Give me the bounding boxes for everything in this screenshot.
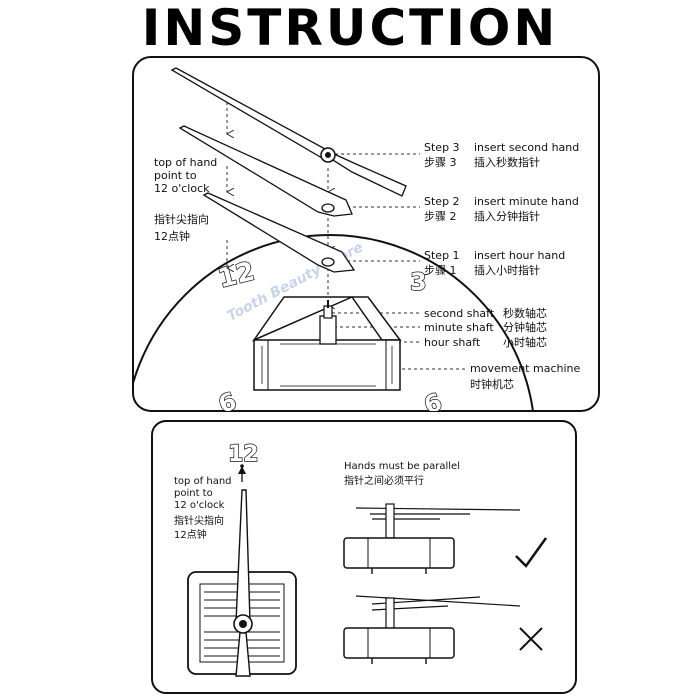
second-hand xyxy=(170,67,407,197)
step-1-label-cn: 步骤 1 xyxy=(424,264,457,277)
hour-shaft-label-cn: 小时轴芯 xyxy=(503,335,547,349)
movement-machine-label: movement machine xyxy=(470,362,580,375)
step-1-text-cn: 插入小时指针 xyxy=(474,263,540,277)
panel2-note-line-2: point to xyxy=(174,488,213,499)
parallel-note-cn: 指针之间必须平行 xyxy=(344,474,424,487)
hour-shaft-label: hour shaft xyxy=(424,336,481,349)
parallel-note: Hands must be parallel xyxy=(344,461,460,472)
step-1-label: Step 1 xyxy=(424,249,460,262)
panel2-note-line-3: 12 o'clock xyxy=(174,500,225,511)
second-shaft-label-cn: 秒数轴芯 xyxy=(503,306,547,320)
top-dial-number-12: 12 xyxy=(228,442,259,467)
step-3-label-cn: 步骤 3 xyxy=(424,156,457,169)
assembly-panel-frame xyxy=(132,56,600,412)
page-title: INSTRUCTION xyxy=(141,0,559,57)
step-2-label: Step 2 xyxy=(424,195,460,208)
step-2-label-cn: 步骤 2 xyxy=(424,210,457,223)
check-icon xyxy=(515,537,548,568)
dial-number-3: 3 xyxy=(410,268,427,296)
hand-note-cn-1: 指针尖指向 xyxy=(154,212,209,226)
hand-note-cn-2: 12点钟 xyxy=(154,229,190,243)
hour-hand xyxy=(202,192,356,273)
step-3-text: insert second hand xyxy=(474,141,579,154)
hand-note-line-2: point to xyxy=(154,169,197,182)
minute-shaft-label-cn: 分钟轴芯 xyxy=(503,320,547,334)
correct-side-view xyxy=(343,503,521,574)
wrong-side-view xyxy=(343,595,521,664)
minute-hand xyxy=(178,125,353,217)
step-3-label: Step 3 xyxy=(424,141,460,154)
step-3-text-cn: 插入秒数指针 xyxy=(474,155,540,169)
hand-note-line-1: top of hand xyxy=(154,156,217,169)
movement-front-view xyxy=(187,489,297,677)
hand-note-line-3: 12 o'clock xyxy=(154,182,210,195)
movement-machine xyxy=(251,296,402,391)
minute-shaft-label: minute shaft xyxy=(424,321,494,334)
up-arrow-head xyxy=(238,466,246,474)
alignment-panel: 12 top of hand point to 12 o'clock 指针尖指向… xyxy=(151,420,577,694)
clock-dial-arc xyxy=(133,234,536,411)
panel2-note-cn-1: 指针尖指向 xyxy=(174,514,224,527)
second-shaft-label: second shaft xyxy=(424,307,495,320)
panel2-note-cn-2: 12点钟 xyxy=(174,528,207,541)
panel2-note-line-1: top of hand xyxy=(174,476,232,487)
step-2-text: insert minute hand xyxy=(474,195,579,208)
step-2-text-cn: 插入分钟指针 xyxy=(474,209,540,223)
cross-icon xyxy=(519,627,543,651)
movement-machine-label-cn: 时钟机芯 xyxy=(470,377,514,391)
assembly-panel: 12 3 6 9 Tooth Beauty Store xyxy=(132,56,600,412)
step-1-text: insert hour hand xyxy=(474,249,565,262)
